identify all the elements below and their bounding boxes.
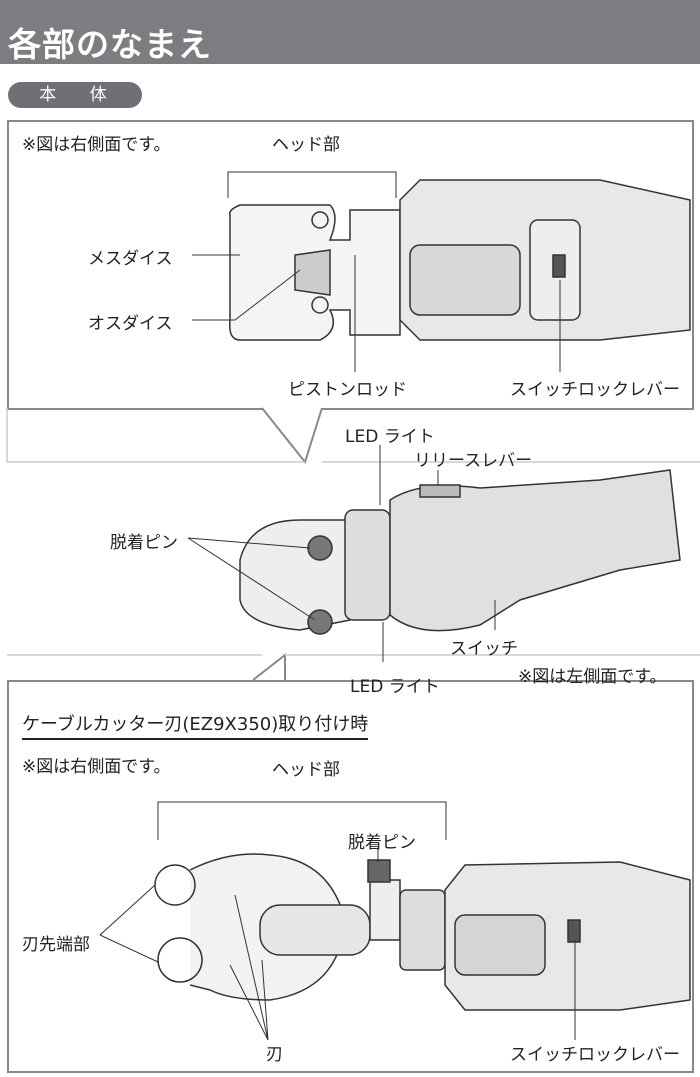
- label-blade-tip: 刃先端部: [22, 935, 90, 955]
- label-male-die: オスダイス: [88, 314, 173, 334]
- middle-note: ※図は左側面です。: [518, 667, 667, 687]
- bottom-note: ※図は右側面です。: [22, 757, 171, 777]
- label-switch: スイッチ: [450, 639, 518, 659]
- label-switch-lock-lever-bottom: スイッチロックレバー: [510, 1045, 680, 1065]
- label-led-light-top: LED ライト: [345, 427, 435, 447]
- label-blade: 刃: [266, 1045, 283, 1065]
- middle-tool-drawing: [187, 445, 681, 662]
- label-female-die: メスダイス: [88, 249, 173, 269]
- page-title: 各部のなまえ: [8, 25, 212, 64]
- page-header: 各部のなまえ: [0, 0, 700, 64]
- label-detach-pin-bottom: 脱着ピン: [348, 833, 416, 853]
- label-head-bottom: ヘッド部: [272, 760, 340, 780]
- callout-tail-bottom: [252, 652, 286, 681]
- label-detach-pin: 脱着ピン: [110, 533, 178, 553]
- label-piston-rod: ピストンロッド: [288, 380, 407, 400]
- top-tool-drawing: [192, 171, 691, 372]
- bottom-tool-drawing: [99, 801, 691, 1041]
- label-head: ヘッド部: [272, 135, 340, 155]
- label-led-light-bottom: LED ライト: [350, 677, 440, 697]
- top-note: ※図は右側面です。: [22, 135, 171, 155]
- label-switch-lock-lever: スイッチロックレバー: [510, 380, 680, 400]
- callout-tail-top: [261, 407, 323, 465]
- label-release-lever: リリースレバー: [414, 451, 533, 471]
- cable-cutter-title: ケーブルカッター刃(EZ9X350)取り付け時: [22, 710, 369, 740]
- section-pill: 本 体: [8, 82, 142, 108]
